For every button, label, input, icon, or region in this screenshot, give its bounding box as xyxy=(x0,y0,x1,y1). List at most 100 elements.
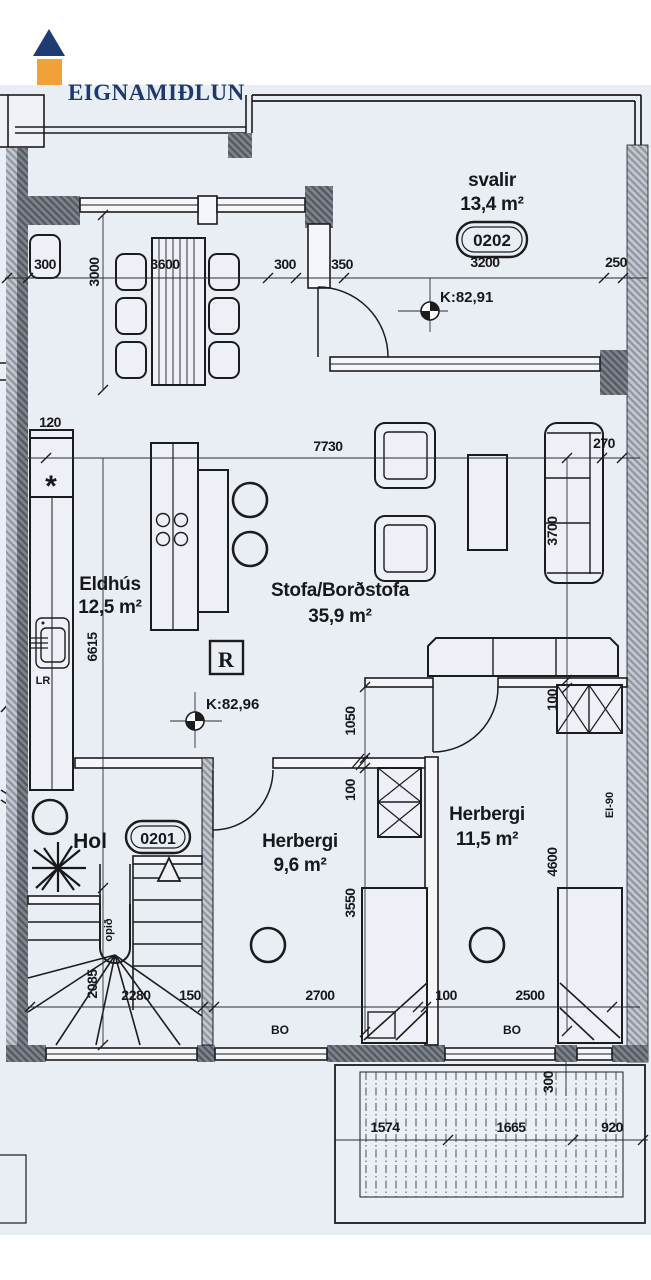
dim-label: 100 xyxy=(435,987,458,1003)
wall-pier xyxy=(197,195,218,225)
dim-label: 100 xyxy=(544,688,560,711)
annotation-labels: opið EI-90 BO BO xyxy=(103,792,616,1037)
room-area-balcony: 13,4 m² xyxy=(460,194,523,215)
dining-chair xyxy=(115,253,147,291)
hall-table xyxy=(31,798,69,836)
r-symbol-box: R xyxy=(208,639,245,676)
wardrobe-bedroom1 xyxy=(377,767,422,838)
armchair xyxy=(374,515,436,582)
sideboard xyxy=(427,637,619,677)
wardrobe-bedroom2 xyxy=(556,684,623,734)
kitchen-fixtures: * LR xyxy=(29,429,74,791)
balcony-door xyxy=(317,286,389,358)
room-label-hall: Hol xyxy=(73,830,107,853)
dim-label: 270 xyxy=(593,435,616,451)
plant xyxy=(32,842,86,892)
stair-up-arrow xyxy=(156,855,182,882)
dim-label: 7730 xyxy=(313,438,343,454)
dim-label: 250 xyxy=(605,254,628,270)
room-labels: svalir 13,4 m² Eldhús 12,5 m² Stofa/Borð… xyxy=(73,170,525,876)
hall-furniture xyxy=(31,798,86,892)
bed xyxy=(361,887,428,1044)
living-furniture xyxy=(374,422,619,677)
dim-label: 300 xyxy=(34,256,57,272)
dining-chair xyxy=(208,297,240,335)
armchair xyxy=(374,422,436,489)
dim-label: 100 xyxy=(342,778,358,801)
chair xyxy=(249,926,287,964)
bottom-wall xyxy=(6,1045,648,1062)
balcony-door-wall xyxy=(307,223,331,289)
dim-label: 1050 xyxy=(342,706,358,736)
doors xyxy=(212,286,499,838)
dim-label: 3200 xyxy=(470,254,500,270)
agency-logo: EIGNAMIÐLUN xyxy=(33,29,245,105)
balcony-railing xyxy=(252,94,642,148)
dim-label: 3600 xyxy=(150,256,180,272)
dining-table xyxy=(151,237,206,386)
dim-label: 6615 xyxy=(84,632,100,662)
fire-rating-label: EI-90 xyxy=(604,792,616,818)
bedroom-furniture xyxy=(249,887,623,1044)
level-markers xyxy=(170,278,448,748)
dim-label: 1574 xyxy=(370,1119,400,1135)
bar-stool xyxy=(231,481,269,519)
badge-number: 0201 xyxy=(140,831,176,848)
dim-label: 300 xyxy=(540,1070,556,1093)
neighbor-wall-block xyxy=(228,133,252,158)
interior-walls xyxy=(27,677,628,1046)
dining-set xyxy=(29,234,240,386)
badge-number: 0202 xyxy=(473,231,511,250)
fridge xyxy=(29,437,74,498)
room-label-bedroom1: Herbergi xyxy=(262,831,338,852)
dim-label: 1665 xyxy=(496,1119,526,1135)
dim-label: 3550 xyxy=(342,888,358,918)
logo-roof-icon xyxy=(33,29,65,56)
cooktop-burner xyxy=(155,531,171,547)
dim-label: 4600 xyxy=(544,847,560,877)
dim-label: 3000 xyxy=(86,257,102,287)
cooktop-burner xyxy=(173,512,189,528)
sofa xyxy=(544,422,604,584)
dimension-labels: 300 3600 300 350 3200 250 3000 120 7730 … xyxy=(34,254,628,1135)
bedroom2-door xyxy=(432,686,499,753)
dim-label: 2085 xyxy=(84,969,100,999)
dimension-lines xyxy=(1,209,649,1146)
right-exterior-wall xyxy=(626,144,649,1063)
dim-label: 120 xyxy=(39,414,62,430)
stair-open-label: opið xyxy=(103,918,115,941)
level-marker-balcony xyxy=(398,278,448,332)
cooktop-burner xyxy=(173,531,189,547)
dining-chair xyxy=(208,253,240,291)
dim-label: 350 xyxy=(331,256,354,272)
room-area-kitchen: 12,5 m² xyxy=(78,597,141,618)
kitchen-island xyxy=(150,442,269,631)
dim-label: 2280 xyxy=(121,987,151,1003)
room-label-kitchen: Eldhús xyxy=(79,574,141,595)
wall-pier xyxy=(305,186,333,228)
bed-label: BO xyxy=(503,1023,521,1037)
dim-label: 300 xyxy=(274,256,297,272)
wardrobes xyxy=(377,684,623,838)
dining-chair xyxy=(208,341,240,379)
living-window-band xyxy=(329,356,601,372)
cooktop-burner xyxy=(155,512,171,528)
coffee-table xyxy=(467,454,508,551)
wall-pier xyxy=(600,350,628,395)
room-area-bedroom2: 11,5 m² xyxy=(456,829,518,850)
party-wall-core xyxy=(17,148,28,1062)
room-label-balcony: svalir xyxy=(468,170,517,191)
bed xyxy=(557,887,623,1044)
level-text-balcony: K:82,91 xyxy=(440,289,493,306)
dim-label: 2500 xyxy=(515,987,545,1003)
dim-label: 2700 xyxy=(305,987,335,1003)
sink-label: LR xyxy=(36,675,51,687)
room-area-living: 35,9 m² xyxy=(308,606,371,627)
dim-label: 150 xyxy=(179,987,202,1003)
dim-label: 3700 xyxy=(544,516,560,546)
room-label-bedroom2: Herbergi xyxy=(449,804,525,825)
logo-text: EIGNAMIÐLUN xyxy=(68,80,245,105)
bar-stool xyxy=(231,530,269,568)
window-band xyxy=(79,197,306,213)
